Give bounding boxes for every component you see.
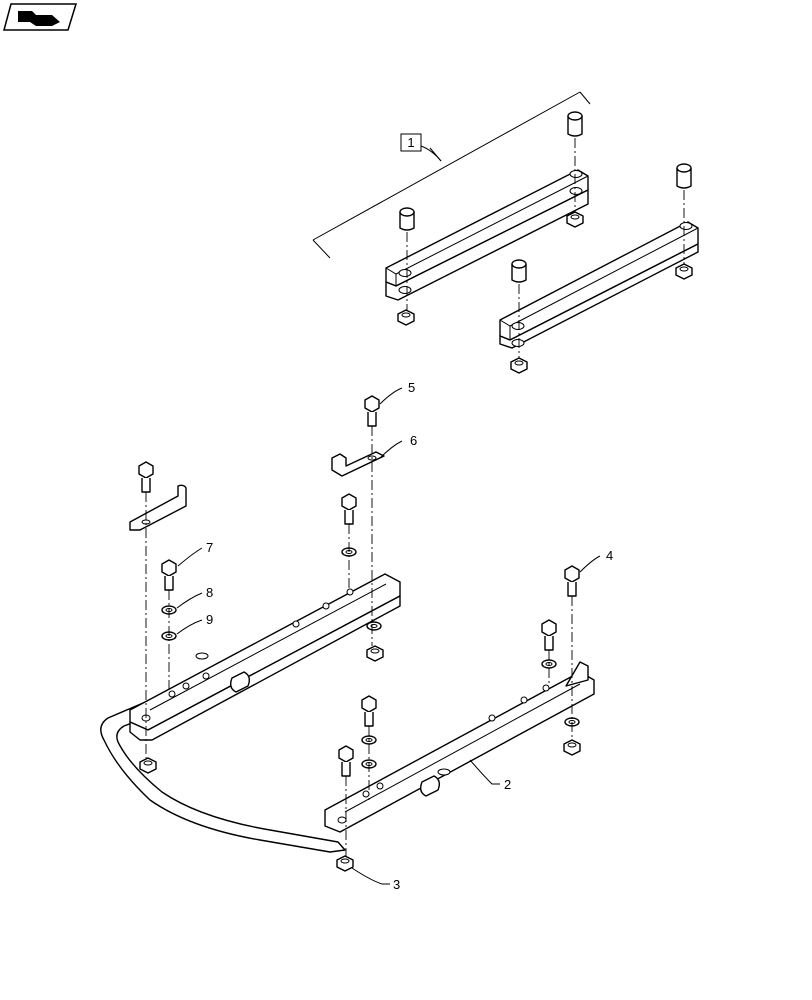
fasteners-left <box>129 395 385 774</box>
callout-9: 9 <box>176 612 213 635</box>
callout-6-label: 6 <box>410 433 417 448</box>
callout-5-label: 5 <box>408 380 415 395</box>
seat-frame <box>100 573 595 853</box>
callout-4-label: 4 <box>606 548 613 563</box>
callout-7-label: 7 <box>206 540 213 555</box>
kit-bracket-1 <box>312 91 699 374</box>
callout-6: 6 <box>379 433 417 459</box>
callout-3: 3 <box>351 867 400 892</box>
callout-7: 7 <box>177 540 213 567</box>
callout-1: 1 <box>400 133 442 162</box>
callout-2: 2 <box>469 759 511 792</box>
callout-5: 5 <box>379 380 415 405</box>
callout-2-label: 2 <box>504 777 511 792</box>
back-arrow-icon[interactable] <box>3 3 78 31</box>
callout-9-label: 9 <box>206 612 213 627</box>
callout-1-label: 1 <box>407 135 414 150</box>
fasteners-right <box>336 565 589 872</box>
callout-8: 8 <box>176 585 213 609</box>
callout-4: 4 <box>579 548 613 573</box>
callout-8-label: 8 <box>206 585 213 600</box>
callout-3-label: 3 <box>393 877 400 892</box>
